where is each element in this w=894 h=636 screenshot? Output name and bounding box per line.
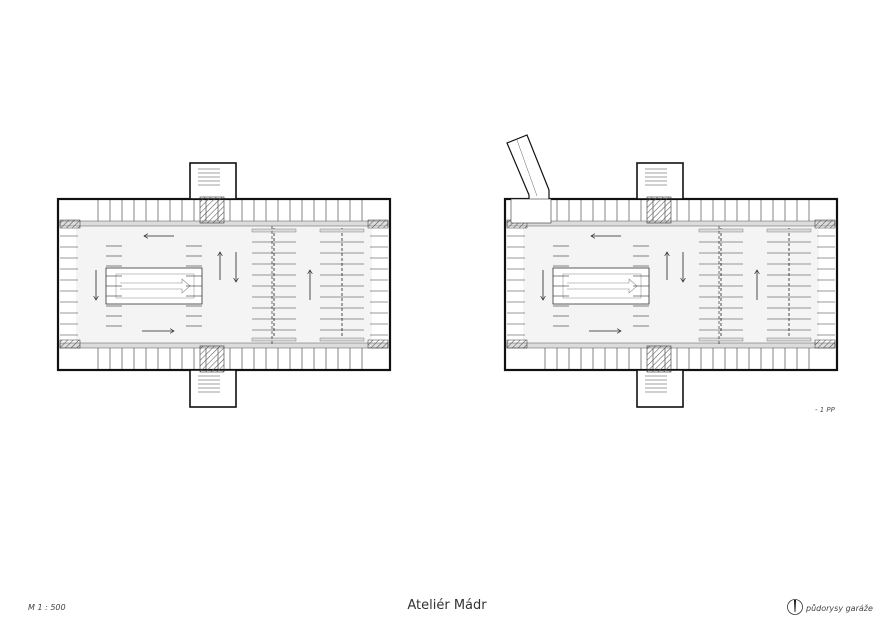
core-shaft (646, 196, 672, 224)
core-shaft (199, 345, 225, 373)
plan-right (503, 134, 839, 408)
plan-left (56, 162, 392, 408)
corner-column (367, 219, 389, 229)
scale-label: M 1 : 500 (28, 603, 66, 612)
sheet-title: půdorysy garáže (806, 604, 873, 613)
stair-core (636, 369, 684, 408)
level-label: - 1 PP (815, 406, 835, 414)
beam-top (251, 228, 297, 233)
beam-bottom (251, 337, 297, 342)
beam-bottom (319, 337, 365, 342)
ramp-centerline (516, 139, 538, 197)
core-shaft (646, 345, 672, 373)
entrance-ramp (506, 134, 550, 201)
plans-layer (56, 134, 839, 408)
beam-bottom (698, 337, 744, 342)
corner-column (59, 219, 81, 229)
studio-name: Ateliér Mádr (407, 598, 487, 613)
ramp-landing (510, 198, 552, 224)
beam-top (319, 228, 365, 233)
north-arrow-icon (787, 599, 803, 615)
corner-column (367, 339, 389, 349)
beam-top (698, 228, 744, 233)
corner-column (506, 339, 528, 349)
core-shaft (199, 196, 225, 224)
corner-column (59, 339, 81, 349)
corner-column (814, 339, 836, 349)
beam-bottom (766, 337, 812, 342)
beam-top (766, 228, 812, 233)
stair-core (189, 369, 237, 408)
corner-column (814, 219, 836, 229)
